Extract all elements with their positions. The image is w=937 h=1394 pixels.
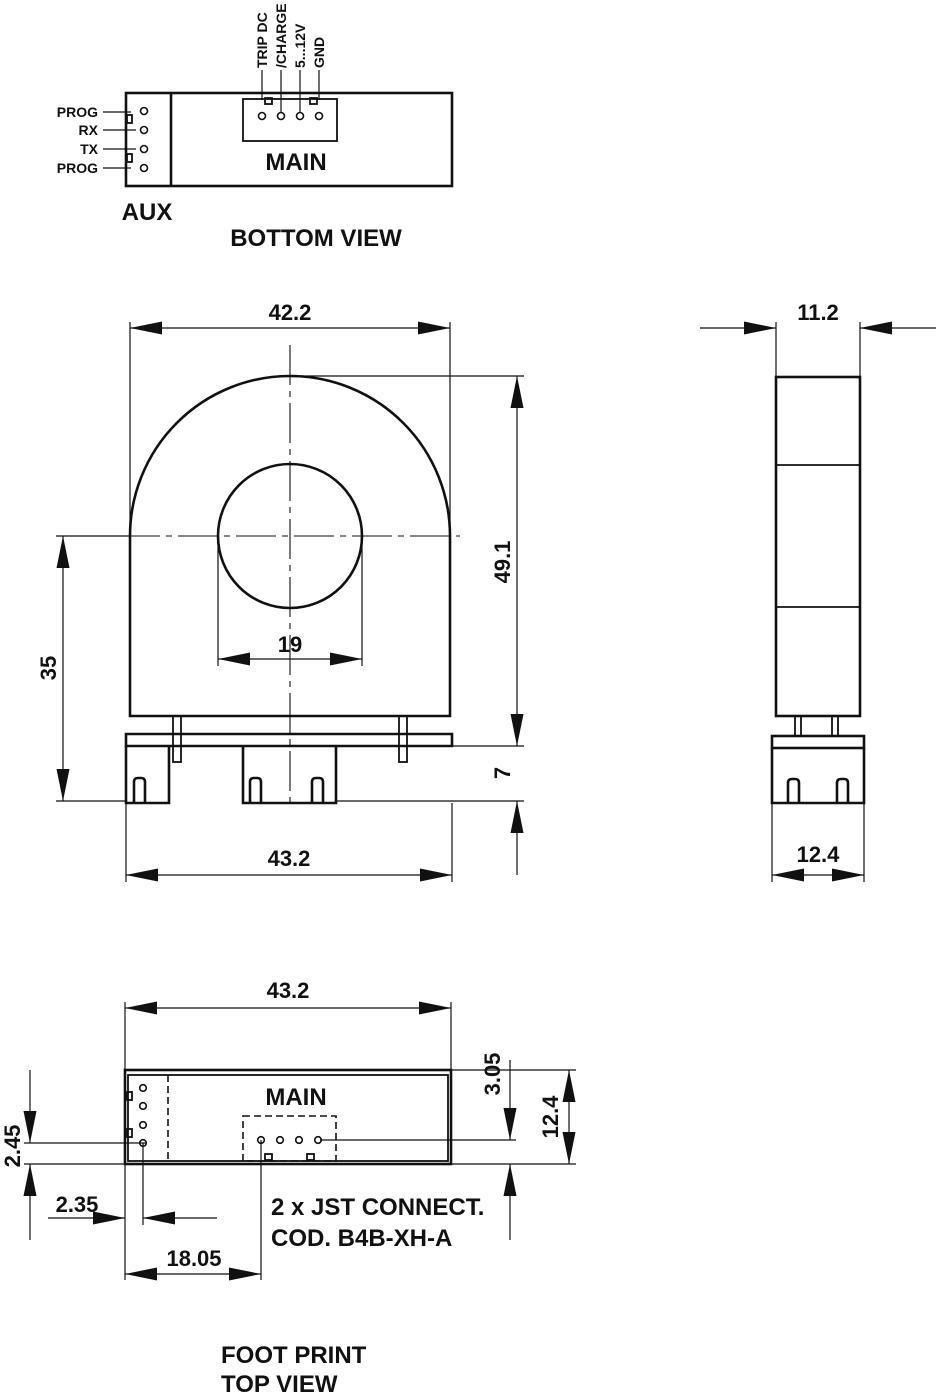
side-base-top — [770, 734, 866, 750]
main-pin-label-2: /CHARGE — [273, 3, 289, 68]
dim-footprint-main-x: 18.05 — [166, 1246, 221, 1271]
main-pin-label-4: GND — [311, 37, 327, 68]
footprint-outline-outer — [123, 1068, 453, 1166]
aux-pin-label-4: PROG — [57, 160, 98, 176]
front-view: 42.2 49.1 7 19 35 43.2 — [36, 300, 524, 882]
dim-footprint-pin-y: 2.45 — [0, 1125, 25, 1168]
aux-pin-label-1: PROG — [57, 104, 98, 120]
dim-footprint-width: 43.2 — [267, 978, 310, 1003]
dim-center-height: 35 — [36, 656, 61, 680]
footprint-main-label: MAIN — [265, 1084, 326, 1111]
footprint-view: MAIN 43.2 3.05 12.4 2.45 — [0, 978, 576, 1394]
footprint-outline-inner — [127, 1074, 449, 1162]
connector-note-line-2: COD. B4B-XH-A — [271, 1225, 452, 1252]
front-base — [124, 732, 454, 805]
connector-note-line-1: 2 x JST CONNECT. — [271, 1194, 484, 1221]
main-connector-dashed — [242, 1115, 337, 1162]
dim-front-height: 49.1 — [490, 541, 515, 584]
dim-side-base-width: 12.4 — [797, 842, 841, 867]
dim-front-base-width: 43.2 — [268, 846, 311, 871]
dim-front-base-height: 7 — [490, 767, 515, 779]
aux-pin-label-3: TX — [80, 141, 99, 157]
side-view: 11.2 12.4 — [700, 300, 936, 882]
main-pin-label-3: 5...12V — [292, 23, 308, 68]
dim-hole-diameter: 19 — [278, 632, 302, 657]
dim-footprint-height: 12.4 — [538, 1095, 563, 1139]
bottom-view-main-label: MAIN — [265, 149, 326, 176]
main-pin-label-1: TRIP DC — [254, 12, 270, 68]
dim-front-top-width: 42.2 — [269, 300, 312, 325]
side-housing — [774, 375, 862, 718]
dim-footprint-pin-x: 2.35 — [56, 1192, 99, 1217]
dim-side-top-width: 11.2 — [797, 300, 839, 325]
aux-pin-label-2: RX — [79, 122, 99, 138]
aux-pins — [103, 106, 149, 173]
footprint-title-line-1: FOOT PRINT — [221, 1342, 367, 1369]
bottom-view-body — [124, 91, 454, 188]
dim-footprint-offset-top: 3.05 — [480, 1053, 505, 1096]
bottom-view-aux-label: AUX — [122, 199, 173, 226]
bottom-view-title: BOTTOM VIEW — [230, 225, 402, 252]
bottom-view: PROG RX TX PROG TRIP DC /CHARGE 5...12V … — [57, 3, 454, 252]
front-pins — [172, 715, 408, 763]
main-connector-outline — [242, 98, 338, 142]
footprint-title-line-2: TOP VIEW — [221, 1371, 338, 1394]
main-pins — [257, 70, 324, 121]
